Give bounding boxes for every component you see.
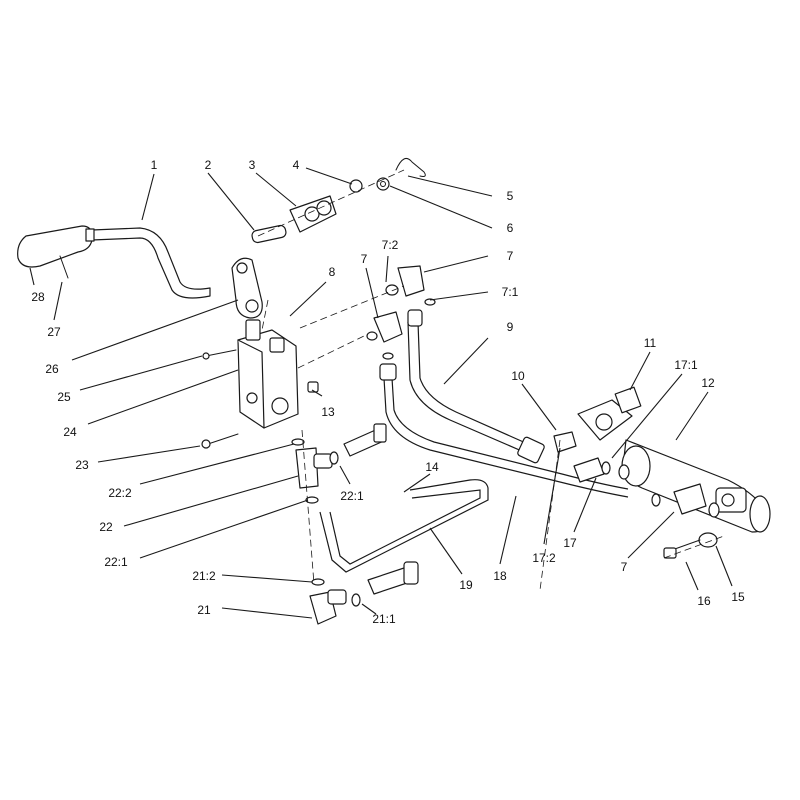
callout-26: 26 [45, 362, 59, 376]
callout-15: 15 [731, 590, 745, 604]
callout-22: 22 [99, 520, 113, 534]
callout-19: 19 [459, 578, 473, 592]
callout-7-1: 7:1 [502, 285, 519, 299]
callout-16: 16 [697, 594, 711, 608]
callout-27: 27 [47, 325, 61, 339]
control-lever [17, 225, 211, 299]
callout-18: 18 [493, 569, 507, 583]
callout-22-2: 22:2 [108, 486, 132, 500]
assembly-center-lines [257, 169, 725, 591]
callout-13: 13 [321, 405, 335, 419]
link-plate [231, 257, 263, 319]
callout-23: 23 [75, 458, 89, 472]
callout-7-left: 7 [361, 252, 368, 266]
fitting-21-1 [367, 561, 419, 595]
callout-7-top: 7 [507, 249, 514, 263]
elbow-fitting-7-mid [366, 309, 423, 381]
callout-8: 8 [329, 265, 336, 279]
fitting-22 [291, 438, 339, 504]
leader-lines [29, 167, 733, 619]
callout-12: 12 [701, 376, 715, 390]
callout-4: 4 [293, 158, 300, 172]
callout-6: 6 [507, 221, 514, 235]
callout-17-1: 17:1 [674, 358, 698, 372]
callout-11: 11 [644, 336, 657, 350]
callout-21-1: 21:1 [372, 612, 396, 626]
callout-2: 2 [205, 158, 212, 172]
callout-24: 24 [63, 425, 77, 439]
clevis-assembly [251, 157, 426, 244]
callout-14: 14 [425, 460, 439, 474]
callout-25: 25 [57, 390, 71, 404]
callout-labels: 1 2 3 4 5 6 7 7:2 7 7:1 8 9 10 11 17:1 1… [31, 158, 745, 626]
callout-5: 5 [507, 189, 514, 203]
callout-7-2: 7:2 [382, 238, 399, 252]
hose-9 [407, 321, 545, 464]
callout-22-1-right: 22:1 [340, 489, 364, 503]
callout-17: 17 [563, 536, 577, 550]
tube-19 [319, 479, 489, 573]
control-valve [201, 319, 319, 449]
callout-9: 9 [507, 320, 514, 334]
cylinder-assembly [553, 386, 771, 559]
callout-10: 10 [511, 369, 525, 383]
elbow-fitting-7-upper [385, 265, 436, 306]
callout-17-2: 17:2 [532, 551, 556, 565]
callout-1: 1 [151, 158, 158, 172]
fitting-22-1 [343, 423, 387, 457]
callout-21: 21 [197, 603, 211, 617]
callout-21-2: 21:2 [192, 569, 216, 583]
callout-28: 28 [31, 290, 45, 304]
callout-22-1-left: 22:1 [104, 555, 128, 569]
hose-18 [383, 377, 629, 498]
fitting-21 [309, 578, 361, 625]
callout-7-bottom: 7 [621, 560, 628, 574]
callout-3: 3 [249, 158, 256, 172]
